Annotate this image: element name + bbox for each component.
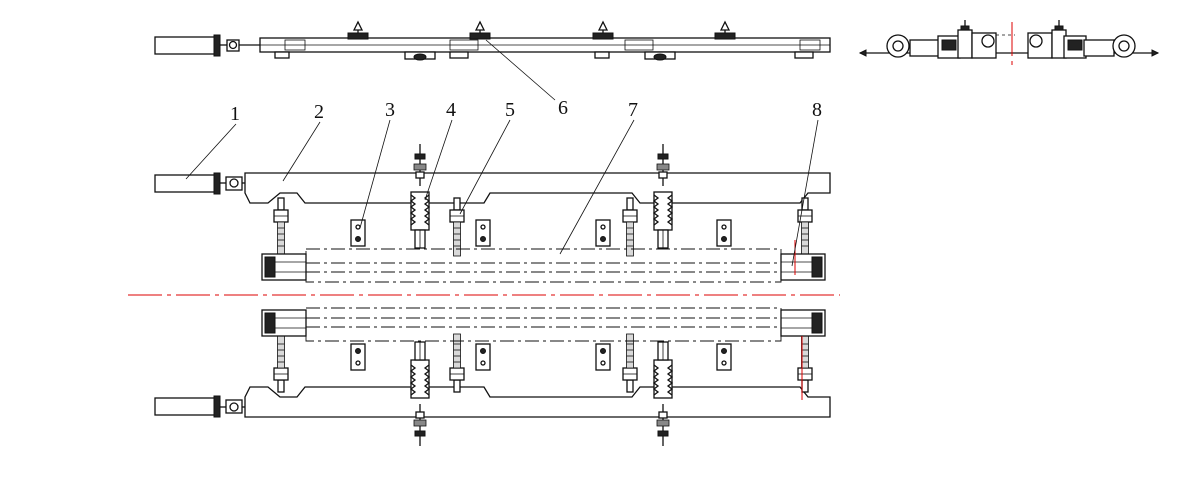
plan-view bbox=[128, 143, 840, 447]
callout-labels: 1 2 3 4 5 6 7 8 bbox=[230, 97, 822, 125]
callout-1: 1 bbox=[230, 103, 240, 125]
side-view bbox=[154, 20, 831, 61]
callout-8: 8 bbox=[812, 99, 822, 121]
end-view bbox=[858, 20, 1160, 66]
upper-frame bbox=[154, 143, 831, 281]
callout-6: 6 bbox=[558, 97, 568, 119]
leader-lines bbox=[185, 39, 819, 267]
callout-3: 3 bbox=[385, 99, 395, 121]
callout-5: 5 bbox=[505, 99, 515, 121]
callout-7: 7 bbox=[628, 99, 638, 121]
callout-4: 4 bbox=[446, 99, 456, 121]
lower-frame bbox=[154, 309, 831, 447]
callout-2: 2 bbox=[314, 101, 324, 123]
